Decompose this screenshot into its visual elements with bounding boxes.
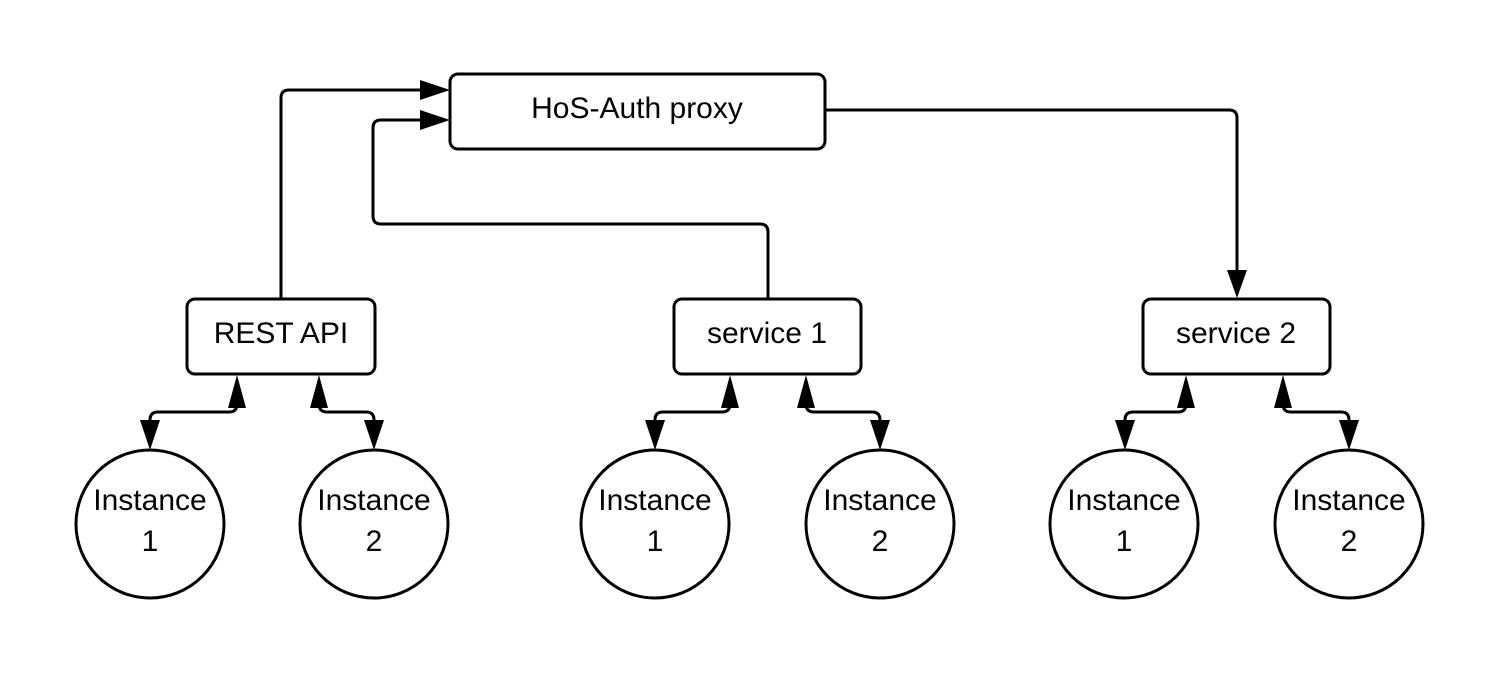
edge-service-2-instance-1 [1123, 400, 1188, 430]
edge-rest-api-instance-2 [317, 400, 376, 430]
node-service-1: service 1 [672, 297, 863, 376]
node-hos-auth-proxy: HoS-Auth proxy [448, 72, 827, 151]
instance-label-line1: Instance [1067, 484, 1180, 517]
edge-rest-api-instance-1 [148, 400, 239, 430]
arrowhead-rest-api-instance-2-down [364, 420, 384, 450]
service-2-box [1141, 297, 1332, 376]
edges [140, 80, 1359, 450]
arrowhead-service-2-instance-1-down [1115, 420, 1135, 450]
service-1-box [672, 297, 863, 376]
arrowhead-rest-api-instance-1-up [228, 375, 246, 408]
arrowhead-service-1-instance-1-down [645, 420, 665, 450]
service-2-instance-1: Instance 1 [1048, 448, 1200, 600]
instance-label-line1: Instance [317, 484, 430, 517]
instance-circle [804, 448, 956, 600]
rest-api-label: REST API [214, 317, 349, 350]
service-2-label: service 2 [1176, 317, 1296, 350]
arrowhead-service-1-instance-1-up [721, 375, 739, 408]
arrowhead-service-2-instance-1-up [1177, 375, 1195, 408]
arrowhead-service-2-instance-2-down [1339, 420, 1359, 450]
rest-api-box [185, 297, 377, 376]
instance-label-line2: 2 [1341, 525, 1358, 558]
arrowhead-proxy-to-service-2 [1227, 270, 1247, 298]
instance-label-line1: Instance [1292, 484, 1405, 517]
instance-label-line1: Instance [93, 484, 206, 517]
arrowhead-rest-api-to-proxy [420, 80, 450, 100]
service-1-label: service 1 [707, 317, 827, 350]
node-service-2: service 2 [1141, 297, 1332, 376]
arrowhead-rest-api-instance-2-up [310, 375, 328, 408]
arrowhead-service-1-instance-2-down [870, 420, 890, 450]
edge-proxy-to-service-2 [825, 108, 1239, 278]
instance-circle [298, 448, 450, 600]
instance-label-line2: 2 [872, 525, 889, 558]
rest-api-instance-2: Instance 2 [298, 448, 450, 600]
edge-service-2-instance-2 [1281, 400, 1351, 430]
instance-label-line2: 1 [647, 525, 664, 558]
node-rest-api: REST API [185, 297, 377, 376]
arrowhead-service-1-instance-2-up [797, 375, 815, 408]
arrowhead-service-2-instance-2-up [1274, 375, 1292, 408]
instance-circle [579, 448, 731, 600]
edge-service-1-instance-1 [653, 400, 732, 430]
instance-label-line1: Instance [823, 484, 936, 517]
service-1-instance-1: Instance 1 [579, 448, 731, 600]
rest-api-instance-1: Instance 1 [74, 448, 226, 600]
instance-label-line2: 1 [142, 525, 159, 558]
service-2-instance-2: Instance 2 [1273, 448, 1425, 600]
edge-service-1-instance-2 [804, 400, 882, 430]
instance-circle [1273, 448, 1425, 600]
edge-service-1-to-proxy [371, 118, 770, 298]
service-1-instance-2: Instance 2 [804, 448, 956, 600]
instance-label-line1: Instance [598, 484, 711, 517]
instance-label-line2: 2 [366, 525, 383, 558]
arrowhead-service-1-to-proxy [420, 110, 450, 130]
proxy-box [448, 72, 827, 151]
edge-rest-api-to-proxy [279, 88, 430, 298]
proxy-label: HoS-Auth proxy [531, 92, 743, 125]
arrowhead-rest-api-instance-1-down [140, 420, 160, 450]
instance-circle [74, 448, 226, 600]
instance-circle [1048, 448, 1200, 600]
instance-label-line2: 1 [1116, 525, 1133, 558]
